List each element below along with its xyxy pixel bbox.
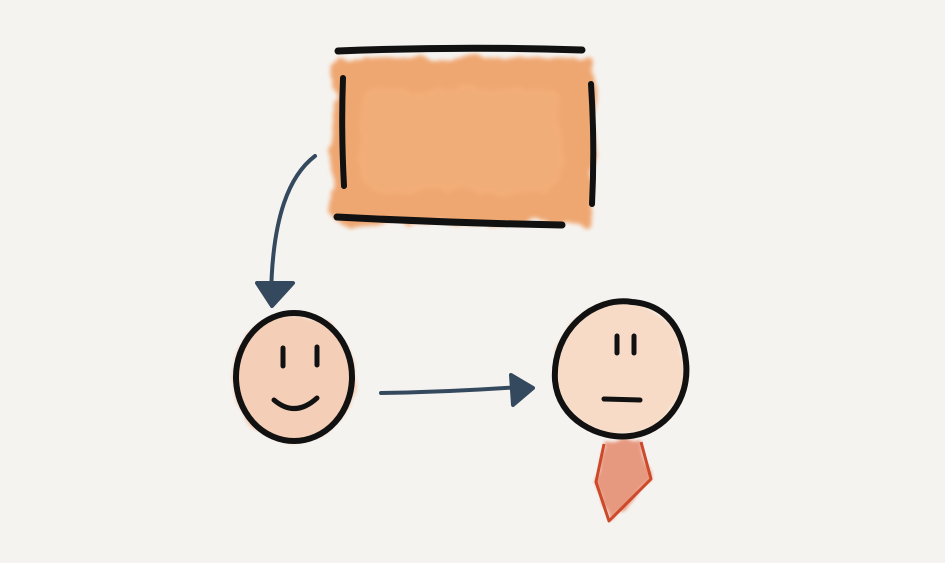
arrow-head (255, 281, 295, 308)
tie-fill (596, 440, 651, 522)
neutral-face-fill (554, 302, 686, 434)
box-right-edge (588, 81, 597, 207)
happy-face-outline (233, 310, 355, 444)
orange-box-icon (332, 44, 597, 229)
neutral-face-with-tie-icon (551, 298, 690, 523)
arrow-happy-to-neutral-face (379, 373, 535, 407)
tie-outline (594, 441, 653, 523)
neutral-face-mouth (601, 396, 643, 403)
neutral-face-outline (551, 298, 690, 440)
arrow-head (509, 373, 535, 407)
box-top-edge (334, 44, 586, 55)
box-bottom-edge (333, 213, 566, 229)
happy-face-icon (231, 310, 355, 444)
box-left-edge (339, 75, 347, 189)
happy-face-fill (231, 314, 355, 442)
box-fill-highlight (360, 88, 560, 193)
arrow-box-to-happy-face (255, 154, 317, 308)
arrow-shaft (269, 154, 317, 300)
happy-face-smile (271, 395, 320, 411)
arrow-shaft (379, 385, 522, 395)
